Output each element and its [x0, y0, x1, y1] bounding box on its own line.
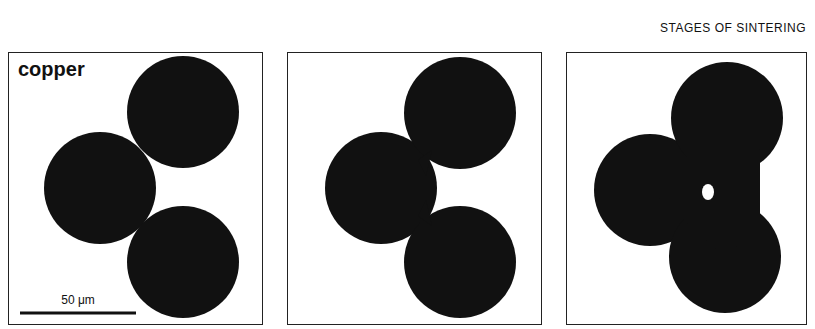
particles-stage-2	[325, 57, 516, 318]
figure-title: STAGES OF SINTERING	[660, 22, 806, 35]
scale-label: 50 μm	[61, 294, 95, 307]
panel-frame	[288, 53, 542, 325]
panel-frame	[9, 53, 263, 325]
particles-stage-3	[594, 62, 783, 313]
particles-stage-1	[44, 56, 239, 318]
pore	[702, 184, 714, 200]
scale-bar	[20, 312, 136, 315]
material-label: copper	[18, 58, 85, 80]
panel-frame	[567, 53, 807, 325]
